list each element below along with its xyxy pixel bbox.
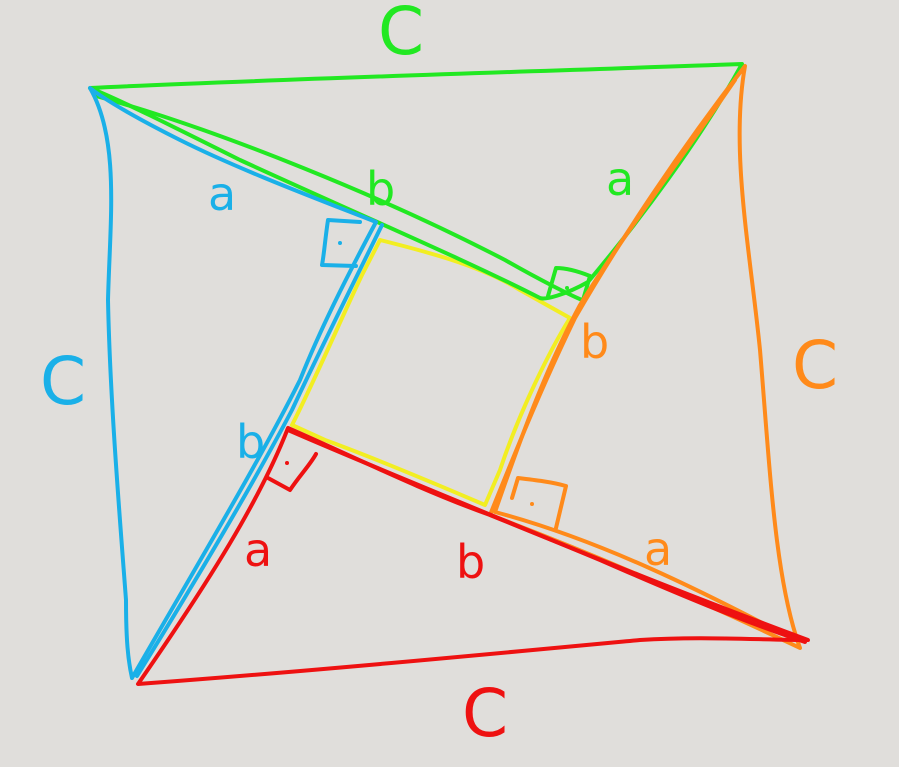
orange-right-angle-dot	[530, 502, 534, 506]
blue-label-b: b	[236, 415, 265, 469]
green-right-angle-marker	[546, 266, 592, 302]
orange-right-angle-marker	[510, 476, 568, 530]
red-label-b: b	[456, 535, 485, 589]
orange-label-b: b	[580, 315, 609, 369]
green-label-c: C	[378, 0, 424, 70]
red-label-a: a	[244, 523, 272, 577]
red-triangle	[136, 426, 810, 686]
blue-right-angle-marker	[320, 218, 362, 268]
green-label-b: b	[366, 162, 395, 216]
red-label-c: C	[462, 675, 508, 752]
orange-label-c: C	[792, 327, 838, 404]
inner-square	[290, 238, 572, 507]
red-right-angle-dot	[285, 461, 289, 465]
green-label-a: a	[606, 152, 634, 206]
blue-triangle	[88, 86, 378, 680]
green-right-angle-dot	[565, 286, 569, 290]
orange-triangle-inner-edge	[493, 78, 797, 642]
red-right-angle-marker	[266, 452, 318, 492]
blue-triangle-inner-edge	[135, 223, 384, 678]
green-triangle	[88, 62, 744, 301]
blue-label-a: a	[208, 167, 236, 221]
blue-label-c: C	[40, 343, 86, 420]
red-triangle-inner-edge	[286, 428, 807, 644]
blue-right-angle-dot	[338, 241, 342, 245]
orange-label-a: a	[644, 522, 672, 576]
